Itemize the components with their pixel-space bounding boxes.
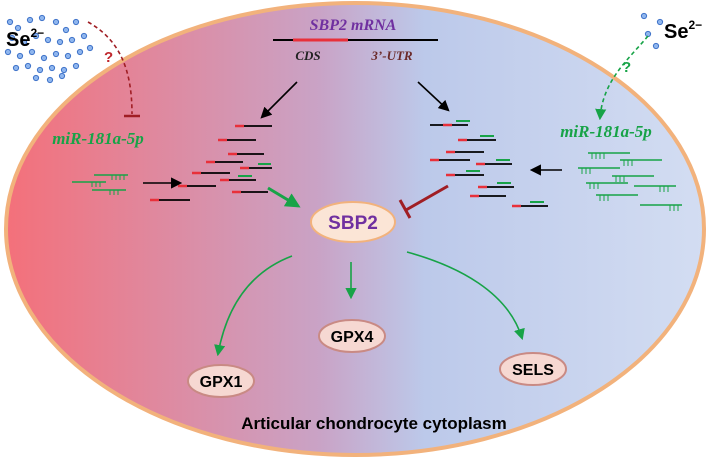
- sbp2-mrna: SBP2 mRNA CDS 3’-UTR: [273, 17, 438, 63]
- right-mirna-cluster: [578, 152, 682, 211]
- left-mirna-cluster: [72, 174, 128, 195]
- sbp2-label: SBP2: [328, 213, 378, 234]
- mirna-label-right: miR-181a-5p: [560, 122, 652, 141]
- utr-label: 3’-UTR: [370, 48, 412, 63]
- arrow-mrna-right: [417, 81, 450, 112]
- gpx1-node: GPX1: [187, 364, 255, 398]
- selenium-cluster-left: [4, 14, 94, 84]
- arrow-left-pool-to-sbp2: [267, 186, 301, 208]
- gpx4-label: GPX4: [331, 329, 374, 346]
- selenium-promote-right: [595, 35, 649, 121]
- sbp2-node: SBP2: [310, 201, 396, 243]
- gpx1-label: GPX1: [200, 374, 243, 391]
- inhibit-bar-sbp2: [398, 199, 412, 219]
- right-mrna-pool: [430, 120, 548, 208]
- arrow-sbp2-to-sels: [406, 251, 525, 341]
- question-mark-right: ?: [622, 59, 631, 76]
- selenium-inhibit-left: [87, 21, 133, 115]
- cell-caption: Articular chondrocyte cytoplasm: [241, 414, 506, 433]
- sels-node: SELS: [499, 352, 567, 386]
- selenium-label-right: Se2−: [664, 18, 702, 43]
- arrow-sbp2-to-gpx1: [214, 255, 293, 357]
- question-mark-left: ?: [104, 49, 113, 66]
- selenium-charge-right: 2−: [688, 18, 702, 32]
- gpx4-node: GPX4: [318, 319, 386, 353]
- arrow-mrna-left: [260, 81, 298, 119]
- inhibit-right-pool-to-sbp2: [405, 184, 449, 212]
- sels-label: SELS: [512, 362, 554, 379]
- selenium-cluster-right: [640, 12, 664, 50]
- mrna-title: SBP2 mRNA: [310, 17, 397, 34]
- selenium-label-left: Se2−: [6, 26, 44, 51]
- mirna-label-left: miR-181a-5p: [52, 129, 144, 148]
- selenium-charge-left: 2−: [30, 26, 44, 40]
- left-mrna-pool: [150, 124, 272, 202]
- cds-label: CDS: [295, 48, 320, 63]
